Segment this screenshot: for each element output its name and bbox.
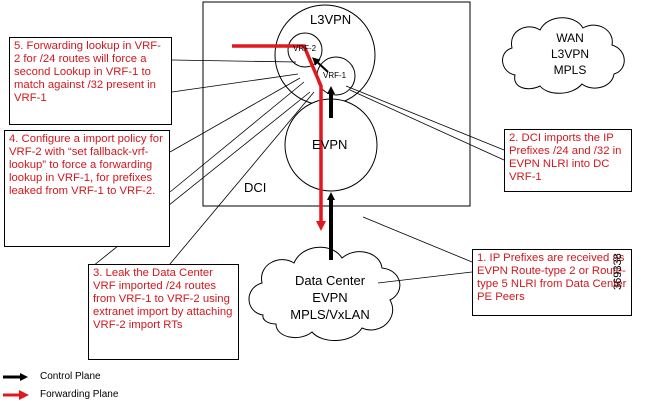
callout-4: 4. Configure a import policy for VRF-2 w…: [4, 130, 170, 247]
wan-cloud-label: WAN L3VPN MPLS: [545, 30, 595, 78]
callout-2: 2. DCI imports the IP Prefixes /24 and /…: [504, 129, 632, 192]
dc-line-2: EVPN: [312, 290, 348, 305]
dc-line-3: MPLS/VxLAN: [290, 307, 370, 322]
wan-line-2: L3VPN: [550, 47, 590, 61]
wan-line-1: WAN: [556, 31, 584, 45]
forwarding-path: [232, 44, 326, 231]
wan-cloud: [502, 17, 625, 94]
legend-forwarding-label: Forwarding Plane: [40, 389, 119, 400]
vrf1-label: VRF-1: [323, 71, 347, 80]
datacenter-cloud: [248, 246, 401, 342]
wan-line-3: MPLS: [553, 63, 587, 77]
datacenter-cloud-label: Data Center EVPN MPLS/VxLAN: [280, 272, 380, 323]
callout-1: 1. IP Prefixes are received as EVPN Rout…: [472, 249, 632, 316]
dci-label: DCI: [244, 180, 267, 195]
callout-leaders: [87, 59, 505, 284]
l3vpn-label: L3VPN: [310, 12, 352, 27]
figure-id: 369338: [612, 253, 624, 290]
vrf2-label: VRF-2: [293, 44, 317, 53]
legend-control-label: Control Plane: [40, 371, 101, 382]
callout-3: 3. Leak the Data Center VRF imported /24…: [88, 264, 239, 360]
control-arrow-vrf1-to-vrf2: [312, 57, 329, 73]
callout-5: 5. Forwarding lookup in VRF-2 for /24 ro…: [9, 37, 172, 125]
evpn-label: EVPN: [312, 137, 348, 152]
dc-line-1: Data Center: [294, 273, 366, 288]
